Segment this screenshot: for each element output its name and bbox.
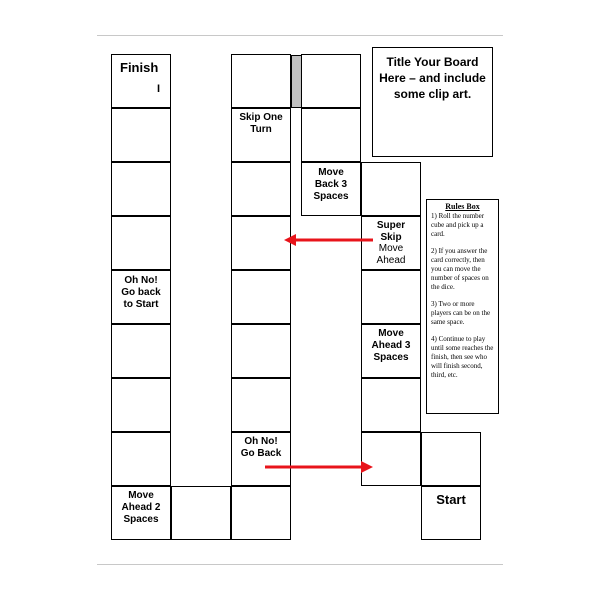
space-subtext: Move Ahead (376, 243, 406, 266)
board-space[interactable] (231, 162, 291, 216)
finish-label: Finish (120, 60, 159, 75)
move-back-3-space[interactable]: Move Back 3 Spaces (301, 162, 361, 216)
board-space[interactable] (111, 108, 171, 162)
board-space[interactable] (361, 432, 421, 486)
space-text: Skip One Turn (239, 112, 283, 135)
left-arrow-head (284, 234, 296, 246)
right-arrow-head (361, 461, 373, 473)
board-space[interactable] (231, 270, 291, 324)
space-text: Move Ahead 2 Spaces (121, 490, 161, 525)
finish-space[interactable]: Finish I (111, 54, 171, 108)
oh-no-start-space[interactable]: Oh No! Go back to Start (111, 270, 171, 324)
board-space[interactable] (361, 270, 421, 324)
board-space[interactable] (231, 54, 291, 108)
rules-box: Rules Box 1) Roll the number cube and pi… (426, 199, 499, 414)
space-text: Super Skip (376, 220, 406, 243)
board-space[interactable] (111, 324, 171, 378)
board-space[interactable] (111, 162, 171, 216)
board-space[interactable] (231, 378, 291, 432)
move-ahead-2-space[interactable]: Move Ahead 2 Spaces (111, 486, 171, 540)
rule-item: 3) Two or more players can be on the sam… (431, 300, 491, 326)
board-space[interactable] (111, 432, 171, 486)
rule-item: 4) Continue to play until some reaches t… (431, 335, 494, 379)
board-space[interactable] (421, 432, 481, 486)
board-space[interactable] (231, 324, 291, 378)
move-ahead-3-space[interactable]: Move Ahead 3 Spaces (361, 324, 421, 378)
finish-mark: I (156, 83, 160, 95)
super-skip-space[interactable]: Super Skip Move Ahead (361, 216, 421, 270)
rule-item: 1) Roll the number cube and pick up a ca… (431, 212, 485, 238)
board-space[interactable] (301, 54, 361, 108)
board-space[interactable] (111, 216, 171, 270)
board-space[interactable] (111, 378, 171, 432)
board-title: Title Your Board Here – and include some… (372, 47, 493, 157)
board-space[interactable] (361, 378, 421, 432)
oh-no-back-space[interactable]: Oh No! Go Back (231, 432, 291, 486)
start-space[interactable]: Start (421, 486, 481, 540)
bottom-divider (97, 564, 503, 565)
skip-one-turn-space[interactable]: Skip One Turn (231, 108, 291, 162)
board-space[interactable] (361, 162, 421, 216)
space-text: Oh No! Go Back (240, 436, 282, 459)
board-space[interactable] (231, 486, 291, 540)
space-text: Move Back 3 Spaces (313, 167, 349, 202)
board-space[interactable] (171, 486, 231, 540)
board-space[interactable] (231, 216, 291, 270)
top-divider (97, 35, 503, 36)
rules-title: Rules Box (445, 202, 480, 211)
board-space[interactable] (301, 108, 361, 162)
space-text: Move Ahead 3 Spaces (371, 328, 411, 363)
rule-item: 2) If you answer the card correctly, the… (431, 247, 489, 291)
space-text: Oh No! Go back to Start (121, 275, 161, 310)
start-label: Start (436, 492, 466, 507)
